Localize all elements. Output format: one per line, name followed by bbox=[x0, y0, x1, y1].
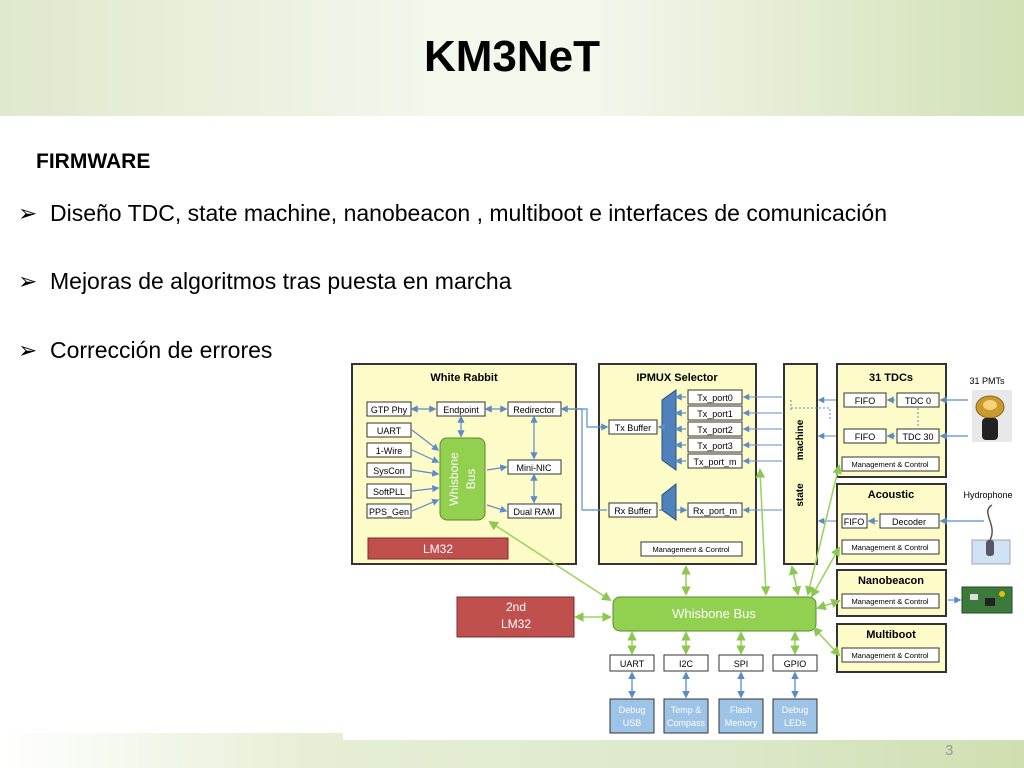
nanobeacon-board-icon bbox=[961, 586, 1013, 614]
multiboot-block: Multiboot Management & Control bbox=[836, 623, 947, 673]
endpoint-box: Endpoint bbox=[443, 405, 479, 415]
firmware-block-diagram: White Rabbit GTP Phy UART 1-Wire SysCon … bbox=[343, 355, 1024, 740]
arrow-bullet-icon: ➢ bbox=[18, 268, 38, 294]
interfaces-row: UART I2C SPI GPIO bbox=[609, 654, 818, 672]
one-wire-box: 1-Wire bbox=[376, 446, 403, 456]
slide-title: KM3NeT bbox=[423, 32, 601, 81]
iface-i2c: I2C bbox=[679, 659, 694, 669]
page-number: 3 bbox=[945, 742, 954, 759]
bullet-text: Diseño TDC, state machine, nanobeacon , … bbox=[50, 200, 887, 226]
nanobeacon-block: Nanobeacon Management & Control bbox=[836, 569, 947, 617]
tx-port2-box: Tx_port2 bbox=[697, 425, 733, 435]
softpll-box: SoftPLL bbox=[373, 487, 405, 497]
state-label: state bbox=[795, 483, 806, 507]
machine-label: machine bbox=[795, 419, 806, 460]
white-rabbit-title: White Rabbit bbox=[430, 372, 498, 384]
periph-temp-compass-2: Compass bbox=[667, 718, 706, 728]
rx-port-m-box: Rx_port_m bbox=[693, 506, 737, 516]
tdc30-box: TDC 30 bbox=[902, 432, 933, 442]
header-band bbox=[0, 0, 1024, 116]
rx-buffer-box: Rx Buffer bbox=[614, 506, 651, 516]
lm32-box: LM32 bbox=[423, 542, 453, 556]
periph-temp-compass-1: Temp & bbox=[671, 705, 702, 715]
ipmux-block: IPMUX Selector Tx Buffer Rx Buffer Tx_po… bbox=[598, 363, 757, 565]
decoder-box: Decoder bbox=[892, 517, 926, 527]
gtp-phy-box: GTP Phy bbox=[371, 405, 408, 415]
wr-bus-label-2: Bus bbox=[464, 469, 478, 490]
periph-debug-leds-1: Debug bbox=[782, 705, 809, 715]
periph-debug-usb-2: USB bbox=[623, 718, 642, 728]
bullet-text: Corrección de errores bbox=[50, 337, 273, 363]
iface-gpio: GPIO bbox=[784, 659, 807, 669]
lm32-2nd-block: 2nd LM32 bbox=[456, 596, 575, 638]
hydrophone-label: Hydrophone bbox=[963, 490, 1012, 500]
acoustic-fifo: FIFO bbox=[844, 517, 865, 527]
acoustic-mgmt-box: Management & Control bbox=[851, 543, 928, 552]
periph-flash-memory-2: Memory bbox=[725, 718, 758, 728]
arrow-bullet-icon: ➢ bbox=[18, 200, 38, 226]
hydrophone-photo-icon bbox=[971, 504, 1011, 565]
peripherals-row: Debug USB Temp & Compass Flash Memory De… bbox=[609, 698, 818, 734]
white-rabbit-block: White Rabbit GTP Phy UART 1-Wire SysCon … bbox=[351, 363, 577, 565]
tx-port0-box: Tx_port0 bbox=[697, 393, 733, 403]
iface-uart: UART bbox=[620, 659, 645, 669]
tdcs-title: 31 TDCs bbox=[869, 372, 913, 384]
ipmux-mgmt-box: Management & Control bbox=[652, 545, 729, 554]
arrow-bullet-icon: ➢ bbox=[18, 337, 38, 363]
acoustic-block: Acoustic FIFO Decoder Management & Contr… bbox=[836, 483, 947, 565]
periph-debug-usb-1: Debug bbox=[619, 705, 646, 715]
tx-port1-box: Tx_port1 bbox=[697, 409, 733, 419]
periph-flash-memory-1: Flash bbox=[730, 705, 752, 715]
tdc-fifo-2: FIFO bbox=[855, 432, 876, 442]
dual-ram-box: Dual RAM bbox=[513, 507, 554, 517]
wr-bus-label-1: Whisbone bbox=[447, 452, 461, 506]
tx-buffer-box: Tx Buffer bbox=[615, 423, 651, 433]
uart-box: UART bbox=[377, 426, 402, 436]
nanobeacon-title: Nanobeacon bbox=[858, 575, 924, 587]
tdcs-mgmt-box: Management & Control bbox=[851, 460, 928, 469]
section-heading: FIRMWARE bbox=[36, 150, 151, 173]
pmt-photo-icon bbox=[972, 390, 1012, 442]
mini-nic-box: Mini-NIC bbox=[517, 463, 552, 473]
tdcs-block: 31 TDCs FIFO TDC 0 FIFO TDC 30 Managemen… bbox=[836, 363, 947, 478]
tx-port3-box: Tx_port3 bbox=[697, 441, 733, 451]
iface-spi: SPI bbox=[734, 659, 749, 669]
multiboot-mgmt-box: Management & Control bbox=[851, 651, 928, 660]
bullet-item: ➢ Corrección de errores bbox=[18, 337, 272, 364]
state-machine-block: state machine bbox=[783, 363, 818, 565]
syscon-box: SysCon bbox=[373, 466, 405, 476]
acoustic-title: Acoustic bbox=[868, 489, 914, 501]
bullet-text: Mejoras de algoritmos tras puesta en mar… bbox=[50, 268, 512, 294]
tdc0-box: TDC 0 bbox=[905, 396, 931, 406]
tx-port-m-box: Tx_port_m bbox=[693, 457, 736, 467]
multiboot-title: Multiboot bbox=[866, 629, 916, 641]
whisbone-bus-label: Whisbone Bus bbox=[672, 606, 756, 621]
redirector-box: Redirector bbox=[513, 405, 555, 415]
ipmux-title: IPMUX Selector bbox=[636, 372, 718, 384]
pmts-label: 31 PMTs bbox=[969, 376, 1005, 386]
lm32-2nd-label-1: 2nd bbox=[506, 600, 526, 614]
bullet-item: ➢ Mejoras de algoritmos tras puesta en ma… bbox=[18, 268, 512, 295]
tdc-fifo-1: FIFO bbox=[855, 396, 876, 406]
lm32-2nd-label-2: LM32 bbox=[501, 617, 531, 631]
nanobeacon-mgmt-box: Management & Control bbox=[851, 597, 928, 606]
periph-debug-leds-2: LEDs bbox=[784, 718, 807, 728]
bullet-item: ➢ Diseño TDC, state machine, nanobeacon ,… bbox=[18, 200, 887, 227]
pps-gen-box: PPS_Gen bbox=[369, 507, 409, 517]
whisbone-bus: Whisbone Bus bbox=[612, 596, 817, 632]
